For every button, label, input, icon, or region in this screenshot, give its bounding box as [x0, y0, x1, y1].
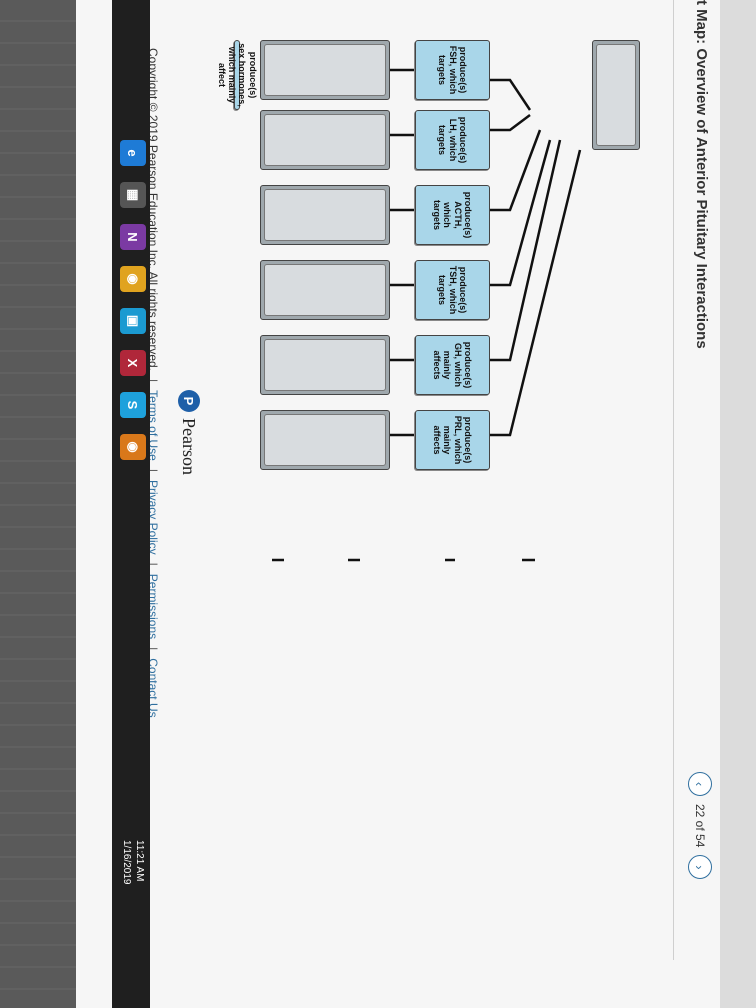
drop-target-level2-3[interactable] [260, 185, 390, 245]
edge-icon[interactable]: e [120, 140, 146, 166]
drop-target-slot[interactable] [264, 264, 386, 316]
page-title: t Map: Overview of Anterior Pituitary In… [693, 0, 710, 349]
skype-icon[interactable]: S [120, 392, 146, 418]
clock-date: 1/16/2019 [121, 840, 132, 885]
drop-target-level2-5[interactable] [260, 335, 390, 395]
store-icon[interactable]: ▦ [120, 182, 146, 208]
next-button[interactable]: › [688, 855, 712, 880]
drop-target-level2-1[interactable] [260, 40, 390, 100]
page-count: 22 of 54 [693, 804, 707, 848]
drop-target-level2-4[interactable] [260, 260, 390, 320]
box-gh: produce(s) GH, which mainly affects [415, 335, 490, 395]
drop-target-slot[interactable] [596, 44, 636, 146]
drop-target-slot[interactable] [264, 189, 386, 241]
drop-target-slot[interactable] [264, 339, 386, 391]
drop-target-level2-2[interactable] [260, 110, 390, 170]
onenote-icon[interactable]: N [120, 224, 146, 250]
drop-target-top[interactable] [592, 40, 640, 150]
clock-time: 11:21 AM [134, 840, 145, 882]
pearson-logo-icon: P [178, 390, 200, 412]
prev-button[interactable]: ‹ [688, 772, 712, 796]
app-icon[interactable]: ▣ [120, 308, 146, 334]
drop-target-level2-6[interactable] [260, 410, 390, 470]
drop-target-slot[interactable] [264, 414, 386, 466]
box-fsh: produce(s) FSH, which targets [415, 40, 490, 100]
box-tsh: produce(s) TSH, which targets [415, 260, 490, 320]
pagination: ‹ 22 of 54 › [688, 772, 712, 880]
concept-map: produce(s) FSH, which targets produce(s) … [217, 40, 660, 860]
box-prl: produce(s) PRL, which mainly affects [415, 410, 490, 470]
chrome-icon[interactable]: ◉ [120, 266, 146, 292]
connector-lines [272, 68, 582, 562]
browser-toolbar [719, 0, 756, 1008]
chrome2-icon[interactable]: ◉ [120, 434, 146, 460]
system-clock[interactable]: 11:21 AM 1/16/2019 [120, 840, 146, 885]
divider [673, 0, 674, 960]
pearson-branding: P Pearson [178, 390, 200, 475]
laptop-keyboard [0, 0, 76, 1008]
chevron-right-icon: › [692, 865, 708, 870]
box-lh: produce(s) LH, which targets [415, 110, 490, 170]
drop-target-slot[interactable] [264, 114, 386, 166]
pearson-name: Pearson [179, 418, 200, 475]
box-acth: produce(s) ACTH, which targets [415, 185, 490, 245]
box-sex: produce(s) sex hormones, which mainly af… [217, 40, 258, 110]
drop-target-slot[interactable] [264, 44, 386, 96]
excel-icon[interactable]: X [120, 350, 146, 376]
page-content: t Map: Overview of Anterior Pituitary In… [0, 0, 720, 1008]
chevron-left-icon: ‹ [692, 781, 708, 787]
